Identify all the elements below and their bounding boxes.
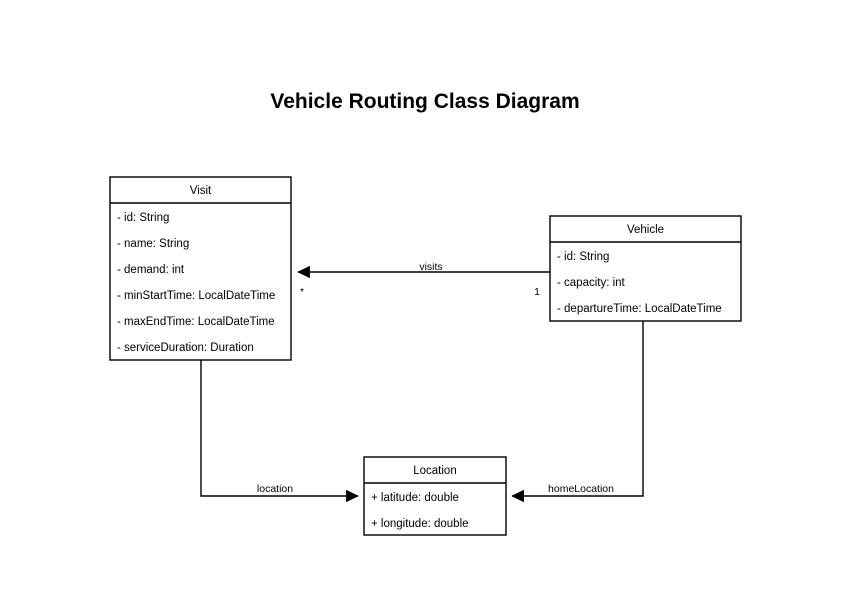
class-attribute: - demand: int (117, 264, 185, 276)
class-name-location: Location (413, 465, 456, 477)
edge-location-label: location (257, 483, 293, 495)
class-box-visit-outline (109, 176, 292, 361)
edge-visits: visits * 1 (297, 261, 550, 298)
edge-visits-target-multiplicity: * (300, 286, 304, 298)
class-name-visit: Visit (190, 185, 212, 197)
class-attribute: - name: String (117, 238, 189, 250)
class-attribute: - id: String (557, 251, 609, 263)
edge-home-location-label: homeLocation (548, 483, 614, 495)
class-box-vehicle-outline (549, 215, 742, 322)
class-box-vehicle[interactable]: Vehicle - id: String - capacity: int - d… (549, 215, 742, 322)
class-attribute: - id: String (117, 212, 169, 224)
class-attribute: + longitude: double (371, 518, 469, 530)
edge-visits-label: visits (419, 261, 442, 273)
class-name-vehicle: Vehicle (627, 224, 664, 236)
page-title: Vehicle Routing Class Diagram (270, 90, 579, 113)
class-attribute: - minStartTime: LocalDateTime (117, 290, 275, 302)
class-box-visit[interactable]: Visit - id: String - name: String - dema… (109, 176, 292, 361)
class-box-location[interactable]: Location + latitude: double + longitude:… (363, 456, 507, 536)
class-attribute: - maxEndTime: LocalDateTime (117, 316, 275, 328)
class-attribute: - capacity: int (557, 277, 626, 289)
edge-location: location (200, 360, 359, 503)
edge-location-line (200, 360, 359, 503)
class-attribute: + latitude: double (371, 492, 459, 504)
edge-home-location-line (511, 321, 644, 503)
class-attribute: - serviceDuration: Duration (117, 342, 254, 354)
class-box-location-outline (363, 456, 507, 536)
edge-home-location: homeLocation (511, 321, 644, 503)
edge-visits-source-multiplicity: 1 (534, 286, 540, 298)
class-attribute: - departureTime: LocalDateTime (557, 303, 722, 315)
